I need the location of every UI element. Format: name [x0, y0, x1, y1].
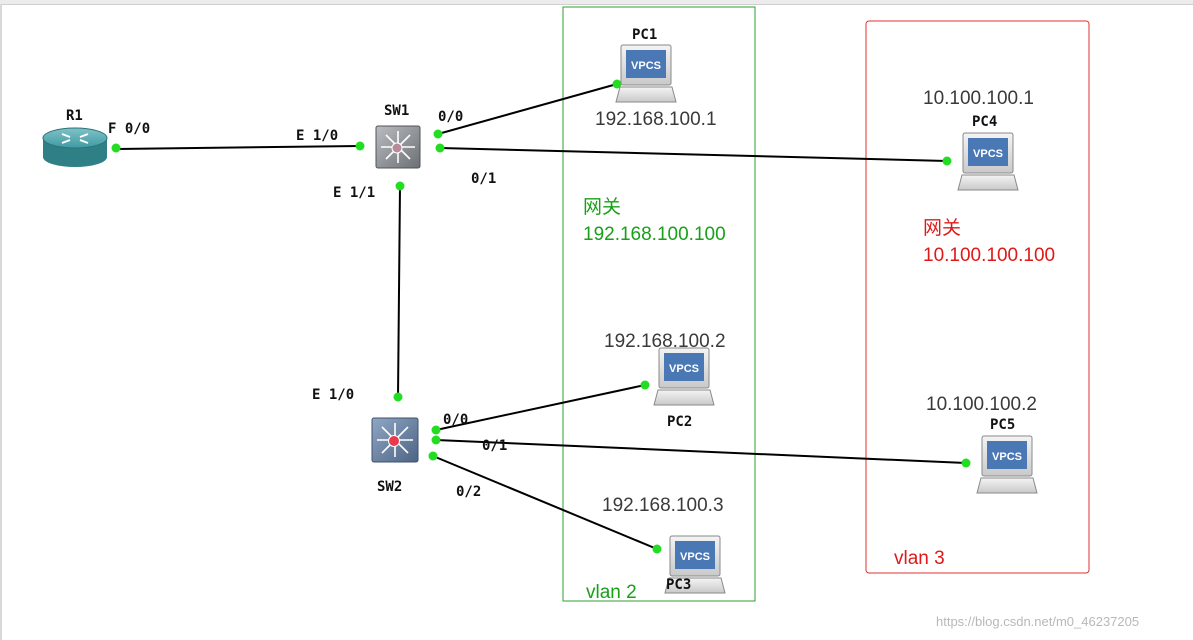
- link-sw2-pc3: [432, 455, 658, 550]
- port-dot: [961, 458, 971, 468]
- vpcs-badge: VPCS: [631, 60, 661, 72]
- port-dot: [612, 79, 622, 89]
- pc3[interactable]: VPCS: [664, 535, 726, 594]
- switch-sw1[interactable]: [375, 125, 421, 169]
- pc2-name: PC2: [667, 414, 692, 430]
- vlan2-gateway-title: 网关: [583, 196, 621, 218]
- vlan3-gateway-title: 网关: [923, 217, 961, 239]
- pc1[interactable]: VPCS: [615, 44, 677, 103]
- pc4-name: PC4: [972, 114, 997, 130]
- sw1-port-e11: E 1/1: [333, 185, 375, 201]
- port-dot: [431, 435, 441, 445]
- pc2[interactable]: VPCS: [653, 347, 715, 406]
- port-dot: [428, 451, 438, 461]
- pc2-ip: 192.168.100.2: [604, 331, 726, 352]
- router-r1[interactable]: [42, 127, 108, 167]
- vlan2-label: vlan 2: [586, 582, 637, 603]
- port-dot: [640, 380, 650, 390]
- vlan3-zone: [865, 20, 1090, 574]
- port-dot: [431, 425, 441, 435]
- link-sw1-sw2: [397, 185, 401, 398]
- link-r1-sw1: [115, 145, 361, 150]
- window-top-edge: [0, 0, 1193, 5]
- pc5-ip: 10.100.100.2: [926, 394, 1037, 415]
- sw1-name: SW1: [384, 103, 409, 119]
- window-left-edge: [0, 4, 2, 640]
- vpcs-badge: VPCS: [973, 148, 1003, 160]
- sw1-port-e10: E 1/0: [296, 128, 338, 144]
- r1-name: R1: [66, 108, 83, 124]
- link-sw1-pc4: [439, 147, 948, 162]
- pc4-ip: 10.100.100.1: [923, 88, 1034, 109]
- port-dot: [393, 392, 403, 402]
- pc1-name: PC1: [632, 27, 657, 43]
- r1-port-label: F 0/0: [108, 121, 150, 137]
- links: [115, 83, 967, 550]
- link-sw2-pc2: [435, 384, 646, 431]
- link-sw2-pc5: [435, 439, 967, 464]
- sw2-port-00: 0/0: [443, 412, 468, 428]
- link-sw1-pc1: [437, 83, 618, 135]
- port-dot: [395, 181, 405, 191]
- sw2-port-01: 0/1: [482, 438, 507, 454]
- port-dot: [652, 544, 662, 554]
- port-dot: [433, 129, 443, 139]
- vpcs-badge: VPCS: [669, 363, 699, 375]
- pc1-ip: 192.168.100.1: [595, 109, 717, 130]
- watermark: https://blog.csdn.net/m0_46237205: [936, 614, 1139, 629]
- sw2-name: SW2: [377, 479, 402, 495]
- pc4[interactable]: VPCS: [957, 132, 1019, 191]
- port-dot: [355, 141, 365, 151]
- vlan3-gateway-ip: 10.100.100.100: [923, 245, 1055, 266]
- vlan2-gateway-ip: 192.168.100.100: [583, 224, 726, 245]
- sw2-port-e10: E 1/0: [312, 387, 354, 403]
- switch-sw2[interactable]: [371, 417, 419, 463]
- vpcs-badge: VPCS: [992, 451, 1022, 463]
- vlan3-label: vlan 3: [894, 548, 945, 569]
- sw1-port-00: 0/0: [438, 109, 463, 125]
- port-dots: [111, 79, 971, 554]
- sw2-port-02: 0/2: [456, 484, 481, 500]
- port-dot: [111, 143, 121, 153]
- pc5-name: PC5: [990, 417, 1015, 433]
- pc5[interactable]: VPCS: [976, 435, 1038, 494]
- sw1-port-01: 0/1: [471, 171, 496, 187]
- port-dot: [942, 156, 952, 166]
- router-arrows-icon: [61, 133, 89, 144]
- vlan2-zone: [562, 6, 756, 602]
- vpcs-badge: VPCS: [680, 551, 710, 563]
- pc3-name: PC3: [666, 577, 691, 593]
- port-dot: [435, 143, 445, 153]
- pc3-ip: 192.168.100.3: [602, 495, 724, 516]
